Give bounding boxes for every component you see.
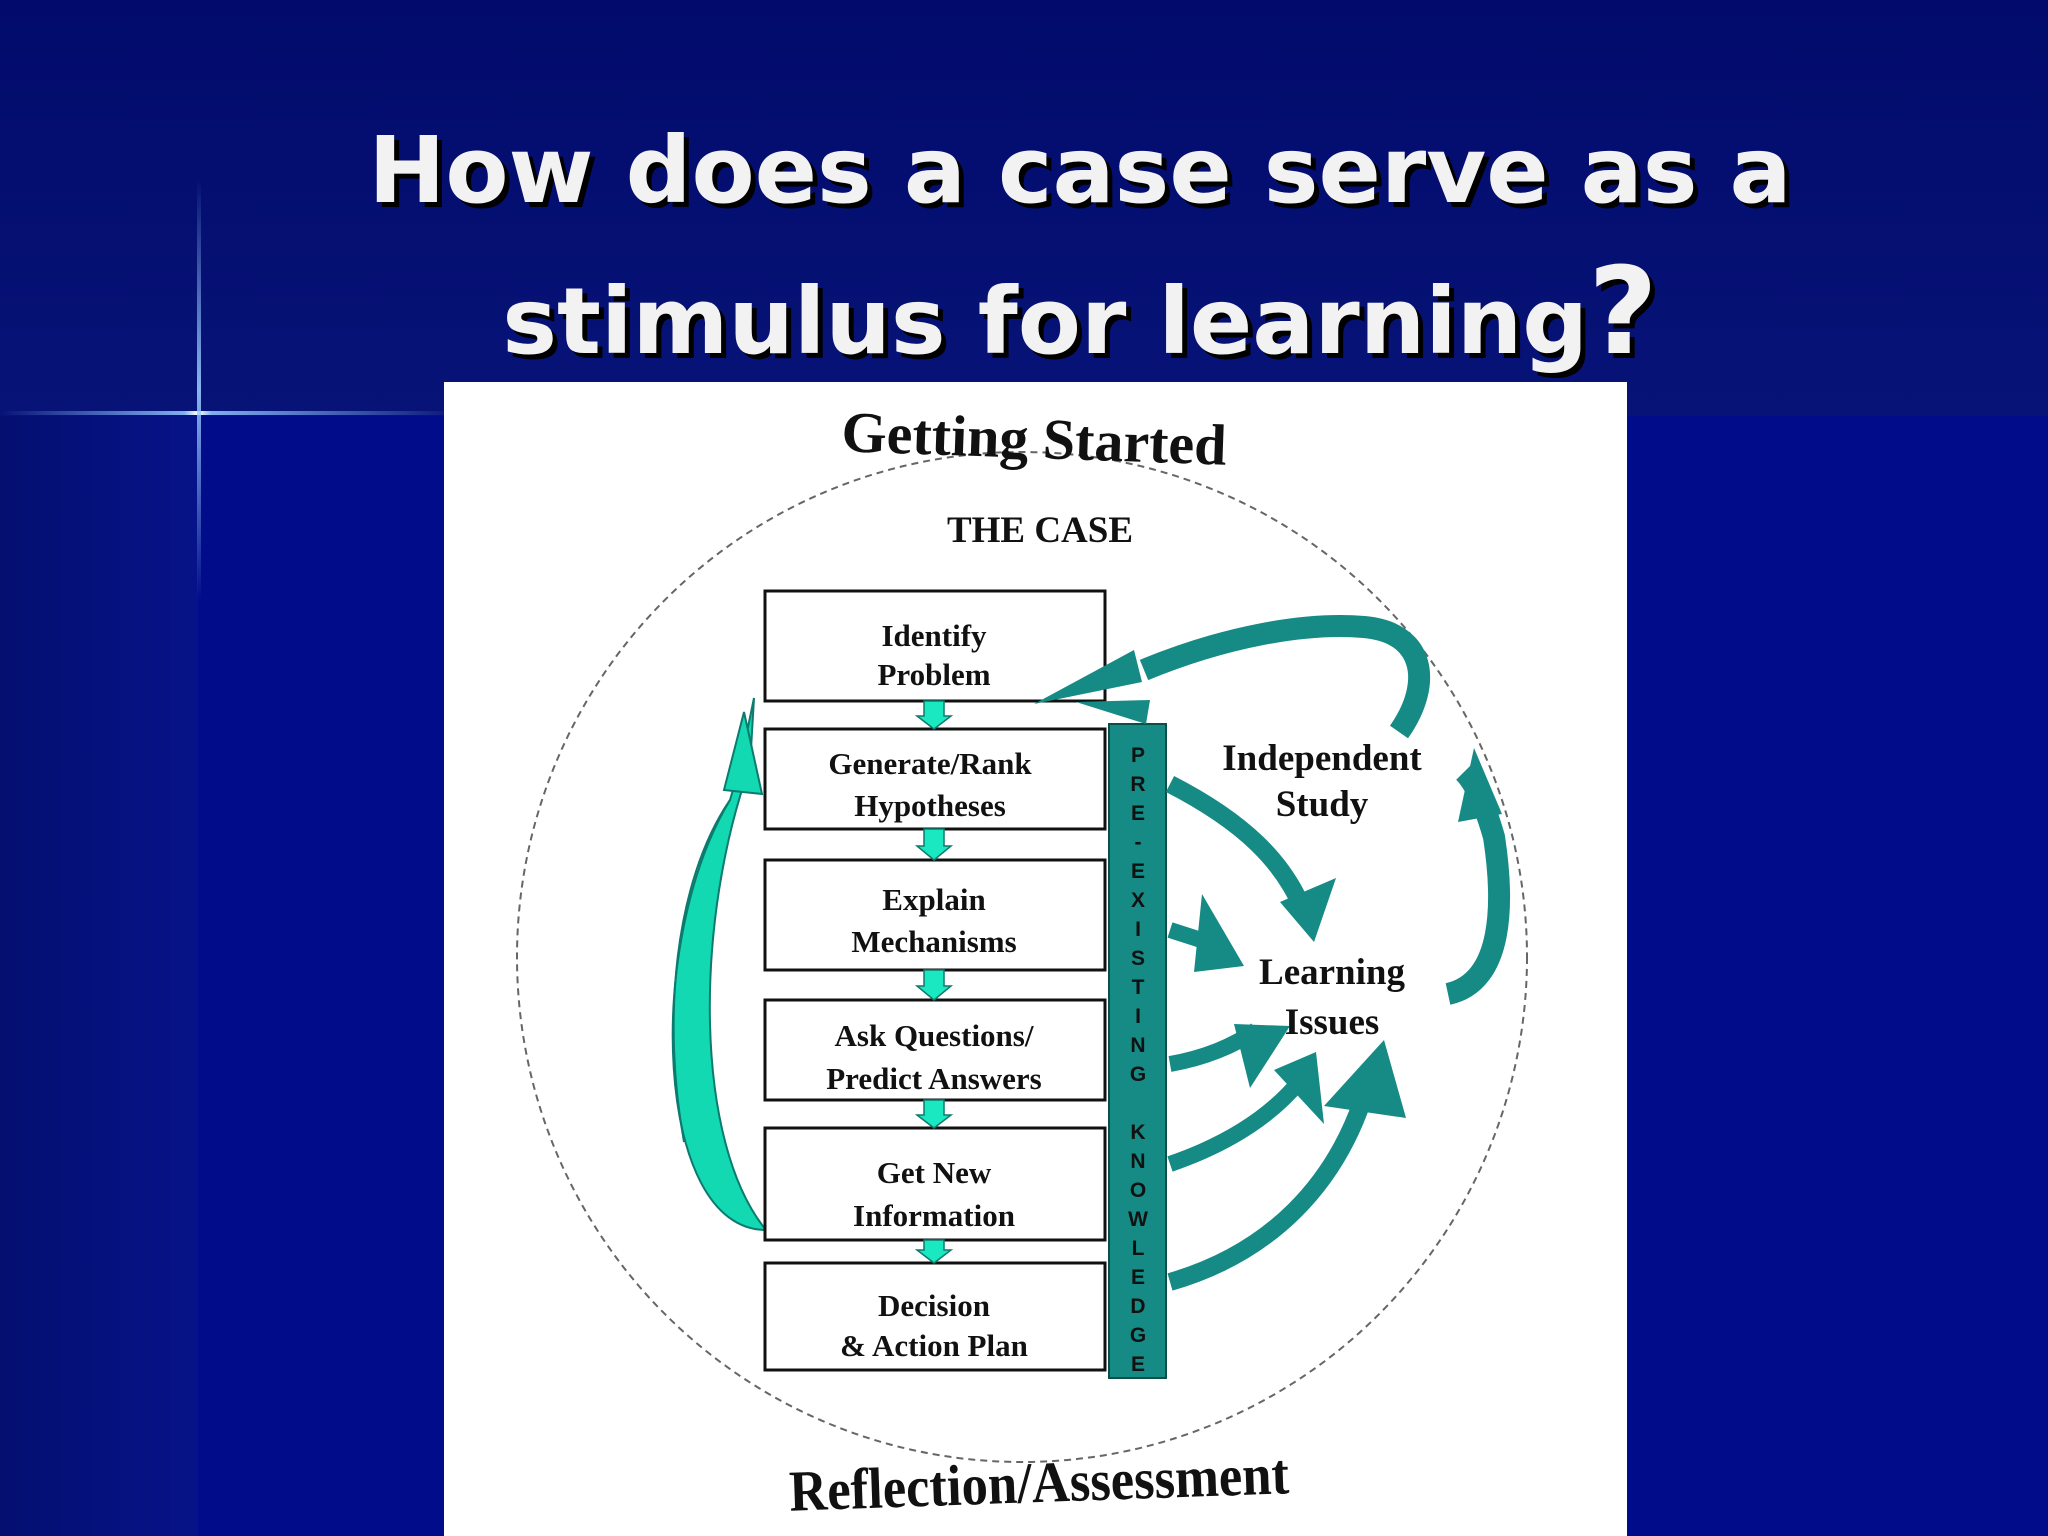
learning-issues-line-1: Learning <box>1259 952 1405 993</box>
knowledge-bar-letter: N <box>1130 1034 1145 1057</box>
reflection-assessment-label: Reflection/Assessment <box>788 1441 1291 1523</box>
knowledge-bar-letter: P <box>1131 744 1145 767</box>
connector-arrow-5 <box>914 1239 954 1264</box>
knowledge-bar-letter: E <box>1131 1266 1145 1289</box>
step-box-4: Ask Questions/ Predict Answers <box>763 998 1107 1102</box>
title-question-mark: ? <box>1588 243 1658 382</box>
title-band <box>0 0 2048 416</box>
knowledge-bar-letter: E <box>1131 1353 1145 1376</box>
learning-to-study-arrow <box>1444 748 1510 1005</box>
knowledge-bar-letter: I <box>1135 1005 1141 1028</box>
step-4-line-1: Ask Questions/ <box>835 1018 1034 1053</box>
sparkle-horizontal <box>0 411 460 415</box>
step-1-line-2: Problem <box>877 657 990 692</box>
learning-issues-line-2: Issues <box>1285 1002 1380 1043</box>
step-3-line-2: Mechanisms <box>851 924 1016 959</box>
knowledge-bar-letter: - <box>1135 831 1142 854</box>
knowledge-bar-letter: W <box>1128 1208 1148 1231</box>
sparkle-vertical <box>197 180 201 600</box>
step-connector-arrows <box>914 700 954 1264</box>
step-box-2: Generate/Rank Hypotheses <box>763 727 1107 831</box>
step-2-line-2: Hypotheses <box>854 788 1006 823</box>
connector-arrow-1 <box>914 700 954 730</box>
slide-title: How does a case serve as a stimulus for … <box>360 100 1800 393</box>
knowledge-bar-letter: X <box>1131 889 1145 912</box>
step-box-1: Identify Problem <box>763 589 1107 703</box>
connector-arrow-2 <box>914 828 954 861</box>
step-box-3: Explain Mechanisms <box>763 858 1107 972</box>
step-5-line-2: Information <box>853 1198 1015 1233</box>
the-case-heading: THE CASE <box>947 510 1133 551</box>
knowledge-bar-letter: G <box>1130 1324 1146 1347</box>
knowledge-bar-letter: R <box>1130 773 1145 796</box>
step-6-line-1: Decision <box>878 1288 990 1323</box>
independent-study-line-2: Study <box>1276 784 1369 825</box>
step-box-6: Decision & Action Plan <box>763 1261 1107 1372</box>
connector-arrow-4 <box>914 1099 954 1129</box>
pbl-cycle-figure: Getting Started THE CASE Identify Proble… <box>444 382 1627 1536</box>
knowledge-bar-letter: E <box>1131 802 1145 825</box>
step-5-line-1: Get New <box>877 1155 992 1190</box>
study-to-issues-arrow <box>1165 775 1336 942</box>
title-line-1: How does a case serve as a <box>368 117 1792 224</box>
knowledge-bar-letter: S <box>1131 947 1145 970</box>
feedback-loop-arrow <box>671 697 769 1232</box>
independent-study-loop-arrow <box>1034 615 1431 739</box>
step-3-line-1: Explain <box>882 882 985 917</box>
step-6-line-2: & Action Plan <box>840 1328 1028 1363</box>
knowledge-bar-letter: E <box>1131 860 1145 883</box>
independent-study-line-1: Independent <box>1222 738 1422 779</box>
knowledge-bar-letter: K <box>1130 1121 1145 1144</box>
pbl-cycle-diagram: Getting Started THE CASE Identify Proble… <box>516 399 1528 1524</box>
knowledge-bar-letter: T <box>1132 976 1145 999</box>
dashed-cycle-circle <box>516 451 1528 1463</box>
title-line-2-text: stimulus for learning <box>502 268 1589 375</box>
title-line-2: stimulus for learning? <box>360 242 1800 393</box>
knowledge-bar-letter: I <box>1135 918 1141 941</box>
knowledge-bar-letter: O <box>1130 1179 1146 1202</box>
connector-arrow-3 <box>914 969 954 1001</box>
knowledge-bar-letter: L <box>1132 1237 1145 1260</box>
knowledge-bar-letter: D <box>1130 1295 1145 1318</box>
getting-started-label: Getting Started <box>841 399 1228 477</box>
step-2-line-1: Generate/Rank <box>828 746 1032 781</box>
step-4-line-2: Predict Answers <box>826 1061 1042 1096</box>
knowledge-to-issues-arrows <box>1167 894 1406 1291</box>
knowledge-bar-letter: G <box>1130 1063 1146 1086</box>
knowledge-bar-letter: N <box>1130 1150 1145 1173</box>
step-box-5: Get New Information <box>763 1126 1107 1242</box>
step-1-line-1: Identify <box>881 618 987 653</box>
